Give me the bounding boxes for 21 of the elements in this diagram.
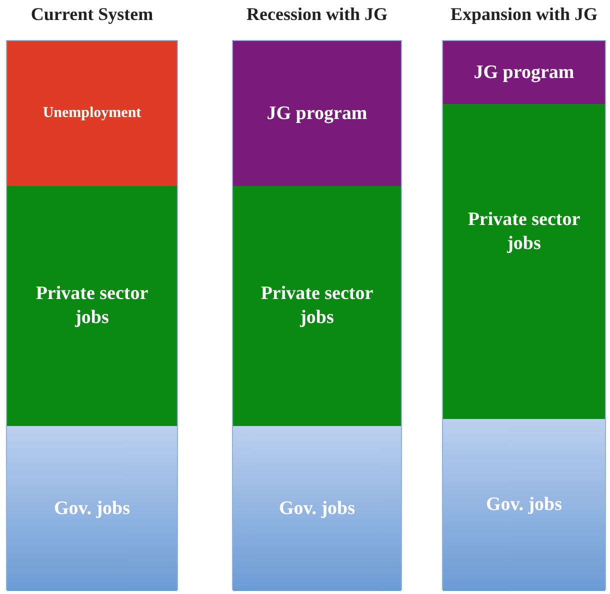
bar-segment bbox=[443, 41, 605, 104]
column-title: Recession with JG bbox=[246, 4, 388, 25]
bar-segment bbox=[7, 426, 177, 591]
bar-segment bbox=[7, 186, 177, 426]
segment-label: Gov. jobs bbox=[54, 496, 130, 520]
segment-label: JG program bbox=[266, 102, 368, 126]
bar-segment bbox=[233, 41, 401, 186]
segment-label: Unemployment bbox=[42, 104, 142, 123]
bar-segment bbox=[233, 426, 401, 591]
column-title: Expansion with JG bbox=[449, 4, 599, 25]
segment-label: Gov. jobs bbox=[486, 493, 562, 517]
bar-segment bbox=[443, 419, 605, 591]
bar-segment bbox=[443, 104, 605, 419]
segment-label: JG program bbox=[474, 60, 574, 84]
bar-segment bbox=[233, 186, 401, 426]
column-title: Current System bbox=[30, 4, 154, 25]
segment-label: Gov. jobs bbox=[278, 496, 356, 520]
segment-label: Private sector jobs bbox=[466, 208, 582, 256]
segment-label: Private sector jobs bbox=[34, 282, 150, 330]
bar-segment bbox=[7, 41, 177, 186]
segment-label: Private sector jobs bbox=[260, 282, 374, 330]
